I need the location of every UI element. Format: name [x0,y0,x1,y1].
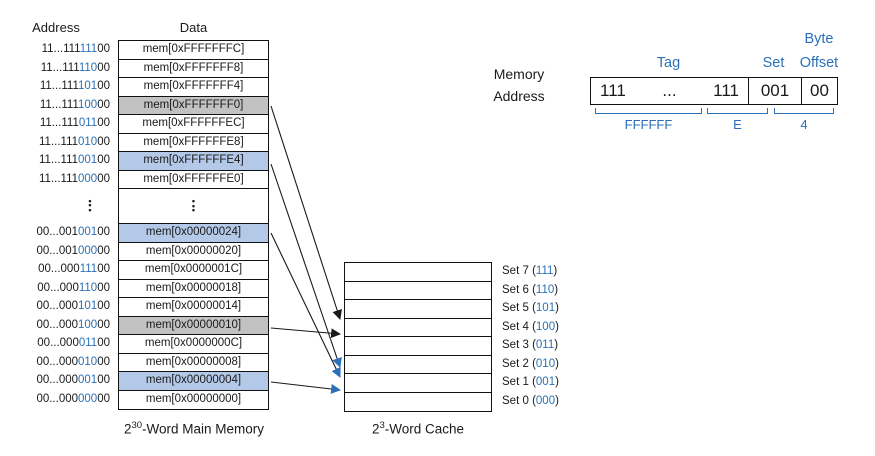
memory-cell: mem[0xFFFFFFE0] [119,170,268,189]
set-label: Set 2 (010) [502,357,559,370]
set-field: 001 [748,78,801,104]
memory-address: 11...11100000 [39,172,110,185]
memory-cell-highlight-gray: mem[0x00000010] [119,316,268,335]
memory-address: 00...00010100 [36,300,110,312]
tag-hex-bracket [595,108,702,114]
set-label: Set 3 (011) [502,339,559,351]
set-label: Set 4 (100) [502,320,559,333]
set-label: Set 6 (110) [502,283,559,296]
arrow-mem10-to-set4 [270,327,341,339]
memory-cell-highlight-blue: mem[0x00000004] [119,372,268,391]
memory-address: 11...11100100 [39,154,110,166]
memory-address: 00...00011100 [38,263,110,275]
arrow-memE4-to-set1 [270,163,342,368]
offset-label: Offset [799,55,839,71]
data-column-header: Data [179,20,208,35]
memory-cell: mem[0xFFFFFFEC] [119,115,268,134]
cache-set-row [345,263,491,282]
arrow-memF0-to-set4 [270,105,342,320]
memory-cell: mem[0x0000001C] [119,261,268,280]
hex-tag-value: FFFFFF [624,117,673,132]
cache-table [344,262,492,412]
memory-address: 00...00001100 [37,337,110,349]
cache-set-row [345,392,491,411]
cache-set-row-highlight-gray [345,318,491,337]
memory-address: 00...00100100 [36,226,110,238]
set-label: Set 7 (111) [502,265,558,277]
memory-address: 11...11111000 [40,61,110,74]
cache-set-row [345,355,491,374]
memory-address: 11...11110100 [39,80,110,92]
memory-address: 11...11110000 [39,98,110,111]
cache-set-row [345,281,491,300]
byte-label: Byte [804,31,834,47]
memory-cell: mem[0x00000018] [119,279,268,298]
memory-address-column: 11...11111100 11...11111000 11...1111010… [0,40,110,408]
hex-low-value: 4 [800,117,808,132]
memory-address: 00...00000100 [36,374,110,386]
memory-address: 00...00000000 [36,392,110,405]
tag-field: 111...111 [600,81,739,100]
main-memory-caption: 230-Word Main Memory [123,420,265,437]
memory-address: 11...11111100 [41,43,110,55]
memory-ellipsis: • • • [119,189,268,224]
arrow-mem04-to-set1 [270,381,341,394]
memory-address: 11...11101000 [39,135,110,148]
hex-mid-value: E [733,117,742,132]
memory-cell: mem[0x00000000] [119,390,268,409]
cache-set-row [345,300,491,319]
memory-cell: mem[0xFFFFFFE8] [119,133,268,152]
mid-hex-bracket [707,108,768,114]
cache-set-row [345,337,491,356]
memory-cell: mem[0xFFFFFFFC] [119,41,268,60]
memory-cell: mem[0x00000014] [119,298,268,317]
memory-address: 00...00010000 [36,318,110,331]
memory-cell: mem[0xFFFFFFF8] [119,59,268,78]
cache-caption: 23-Word Cache [371,420,465,437]
main-memory-table: mem[0xFFFFFFFC] mem[0xFFFFFFF8] mem[0xFF… [118,40,269,410]
memory-address: 00...00011000 [37,281,110,294]
set-label: Set 0 (000) [502,394,559,407]
byte-offset-field: 00 [801,78,837,104]
memory-cell-highlight-blue: mem[0x00000024] [119,224,268,243]
memory-cell-highlight-blue: mem[0xFFFFFFE4] [119,152,268,171]
memory-address: 11...11101100 [39,117,110,129]
memory-cell-highlight-gray: mem[0xFFFFFFF0] [119,96,268,115]
address-ellipsis: • • • [88,195,92,215]
address-field-box: 111...111 001 00 [590,77,838,105]
memory-address: 00...00001000 [36,355,110,368]
memory-cell: mem[0x0000000C] [119,335,268,354]
memory-address-label: Memory Address [493,66,545,104]
set-field-label: Set [762,55,785,71]
set-label: Set 5 (101) [502,302,559,314]
cache-set-row-highlight-blue [345,374,491,393]
memory-cell: mem[0x00000020] [119,242,268,261]
address-column-header: Address [32,20,80,35]
memory-address: 00...00100000 [36,244,110,257]
tag-label: Tag [656,55,681,71]
set-label: Set 1 (001) [502,376,559,388]
memory-cell: mem[0x00000008] [119,353,268,372]
cache-set-labels: Set 7 (111) Set 6 (110) Set 5 (101) Set … [502,262,612,410]
low-hex-bracket [774,108,834,114]
memory-cell: mem[0xFFFFFFF4] [119,78,268,97]
arrow-mem24-to-set1 [270,232,341,378]
